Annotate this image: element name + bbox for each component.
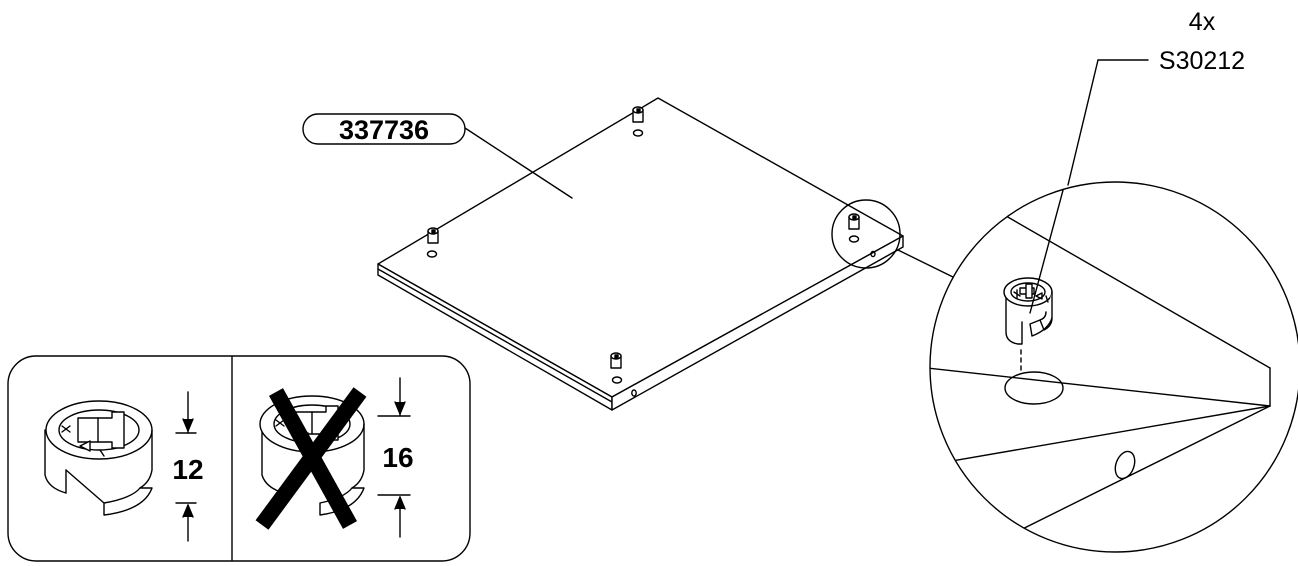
measure-correct-value: 12 bbox=[172, 454, 203, 485]
board-side-edge bbox=[611, 235, 904, 411]
cam-fitting-top bbox=[632, 106, 644, 137]
board-panel bbox=[377, 97, 956, 411]
hardware-quantity-label: 4x bbox=[1189, 8, 1216, 36]
hardware-code-label: S30212 bbox=[1159, 47, 1245, 75]
detail-callout-circle bbox=[831, 199, 901, 269]
cam-fitting-bottom bbox=[610, 352, 623, 384]
wrong-cross-icon bbox=[255, 387, 367, 530]
cam-fitting-right bbox=[848, 213, 860, 243]
part-id-label: 337736 bbox=[339, 115, 429, 145]
measure-wrong-value: 16 bbox=[382, 442, 413, 473]
cam-lock-detail bbox=[1003, 277, 1053, 345]
detail-magnified-view bbox=[929, 181, 1298, 553]
cam-hole bbox=[1004, 371, 1064, 405]
dimension-16 bbox=[377, 377, 411, 538]
dimension-12 bbox=[175, 391, 197, 542]
part-label-frame bbox=[302, 113, 466, 145]
measure-panel bbox=[7, 355, 471, 562]
part-label-group bbox=[302, 113, 573, 199]
cam-fitting-left bbox=[426, 227, 439, 258]
cam-correct bbox=[44, 400, 153, 516]
part-label-leader bbox=[464, 127, 573, 199]
